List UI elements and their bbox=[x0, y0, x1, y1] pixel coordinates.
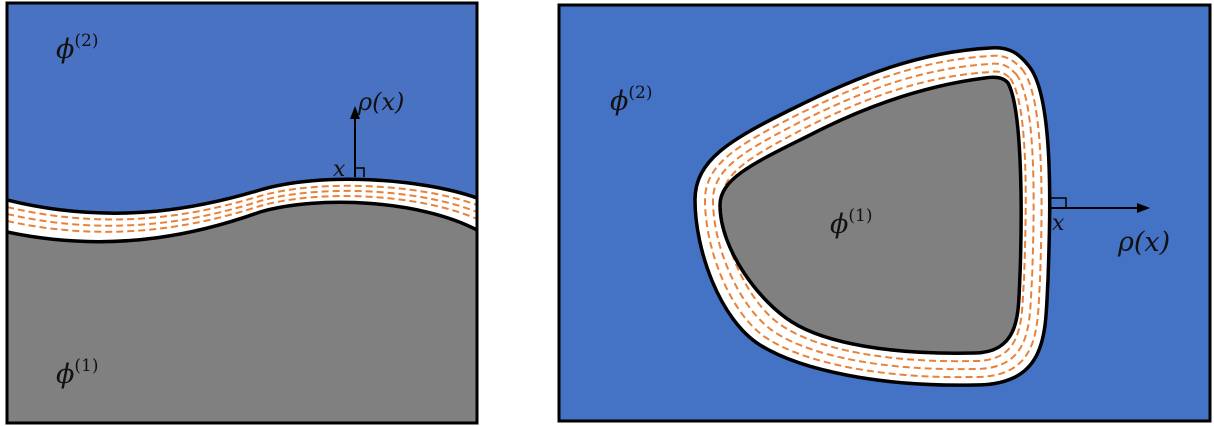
right-phi-2-label: ϕ(2) bbox=[610, 83, 653, 117]
left-phi-1-label: ϕ(1) bbox=[56, 356, 99, 390]
right-phi-1-label: ϕ(1) bbox=[830, 206, 873, 240]
right-panel bbox=[559, 5, 1210, 421]
right-dashed-layers bbox=[703, 54, 1043, 379]
right-right-angle-mark bbox=[1050, 197, 1067, 208]
left-outer-boundary bbox=[7, 177, 477, 215]
left-right-angle-mark bbox=[355, 167, 365, 177]
left-phase-1-region bbox=[7, 202, 477, 423]
left-dashed-layers bbox=[7, 184, 477, 233]
left-normal-arrow-head bbox=[350, 106, 360, 119]
right-phase-1-region bbox=[720, 77, 1022, 354]
right-inner-boundary bbox=[718, 75, 1023, 355]
right-panel-frame bbox=[557, 3, 1212, 423]
left-panel-frame bbox=[5, 1, 479, 425]
right-point-x-label: x bbox=[1052, 211, 1065, 236]
left-inner-boundary bbox=[7, 200, 477, 244]
right-rho-label: ρ(x) bbox=[1117, 227, 1170, 258]
right-outer-boundary bbox=[693, 45, 1052, 387]
left-phi-2-label: ϕ(2) bbox=[56, 31, 99, 65]
left-panel bbox=[7, 3, 477, 423]
right-normal-arrow-head bbox=[1137, 203, 1150, 213]
left-rho-label: ρ(x) bbox=[357, 88, 404, 116]
left-point-x-label: x bbox=[333, 157, 346, 182]
